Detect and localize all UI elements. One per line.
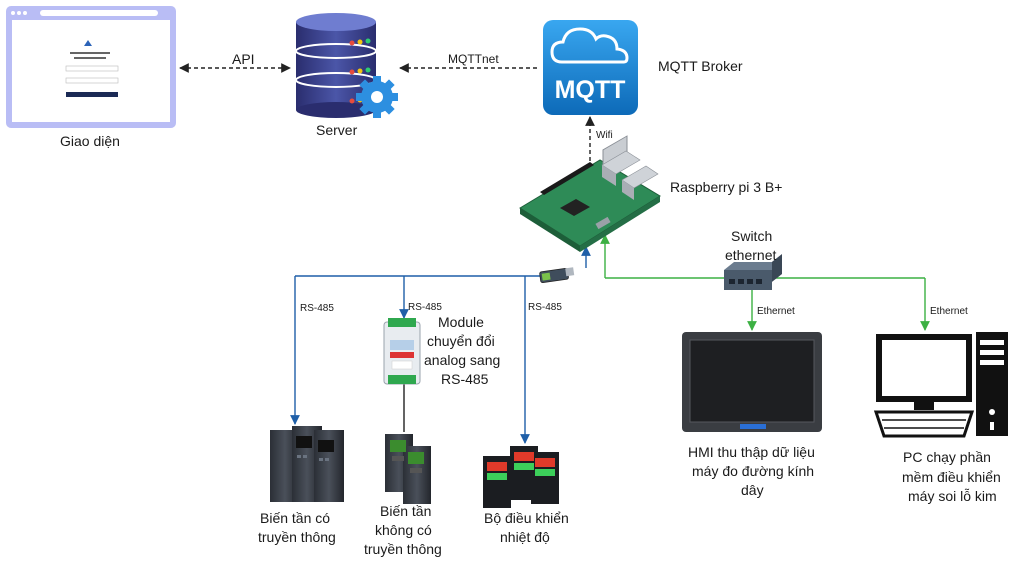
hmi-node	[682, 332, 822, 432]
inverter-with-comm-node	[270, 426, 344, 502]
module-label-line3: analog sang	[424, 352, 500, 368]
usb-rs485-converter	[539, 267, 575, 284]
inverter1-label-line2: truyền thông	[258, 529, 336, 545]
inverter2-label-line2: không có	[375, 522, 432, 538]
api-connection: API	[179, 51, 291, 73]
mqtt-logo-text: MQTT	[555, 76, 626, 104]
monitor-icon	[873, 334, 975, 438]
cloud-icon	[550, 27, 629, 64]
hmi-label-line2: máy đo đường kính	[692, 463, 814, 479]
mqtt-broker-label: MQTT Broker	[658, 58, 743, 74]
inverter1-label-line1: Biến tần có	[260, 510, 330, 526]
server-node	[295, 13, 398, 118]
rs485-label-a: RS-485	[300, 303, 334, 314]
hmi-label-line3: dây	[741, 482, 764, 498]
ethernet-label-hmi: Ethernet	[757, 306, 795, 317]
ethernet-label-pc: Ethernet	[930, 306, 968, 317]
api-label: API	[232, 51, 255, 67]
web-interface-label: Giao diện	[60, 133, 120, 149]
pc-label-line3: máy soi lỗ kim	[908, 488, 997, 504]
temp-controller-label-line2: nhiệt độ	[500, 529, 550, 545]
inverter2-label-line3: truyền thông	[364, 541, 442, 557]
mqttnet-label: MQTTnet	[448, 52, 499, 66]
wifi-connection: Wifi	[585, 116, 613, 168]
mqtt-broker-node: MQTT	[543, 20, 638, 115]
hmi-label-line1: HMI thu thập dữ liệu	[688, 444, 815, 460]
module-label-line2: chuyển đổi	[427, 333, 495, 349]
web-interface-node	[6, 6, 176, 128]
module-label-line4: RS-485	[441, 371, 489, 387]
rs485-label-c: RS-485	[528, 302, 562, 313]
module-label-line1: Module	[438, 314, 484, 330]
temp-controller-label-line1: Bộ điều khiển	[484, 510, 569, 526]
rs485-bus	[290, 246, 591, 444]
pc-node	[873, 332, 1008, 438]
pc-label-line1: PC chạy phần	[903, 449, 991, 465]
raspberry-pi-label: Raspberry pi 3 B+	[670, 179, 782, 195]
server-label: Server	[316, 122, 358, 138]
rs485-label-b: RS-485	[408, 302, 442, 313]
mqttnet-connection: MQTTnet	[399, 52, 538, 73]
switch-label-line2: ethernet	[725, 247, 776, 263]
pc-label-line2: mềm điều khiển	[902, 469, 1001, 485]
analog-module-node	[383, 318, 421, 385]
raspberry-pi-node	[519, 135, 661, 252]
ethernet-switch-node	[724, 254, 782, 290]
wifi-label: Wifi	[596, 130, 613, 141]
database-icon	[295, 13, 377, 118]
temperature-controller-node	[483, 446, 559, 508]
switch-label-line1: Switch	[731, 228, 772, 244]
inverter2-label-line1: Biến tần	[380, 503, 431, 519]
inverter-without-comm-node	[385, 434, 431, 504]
gear-icon	[356, 76, 398, 118]
login-form-icon	[65, 40, 119, 97]
tower-icon	[976, 332, 1008, 436]
